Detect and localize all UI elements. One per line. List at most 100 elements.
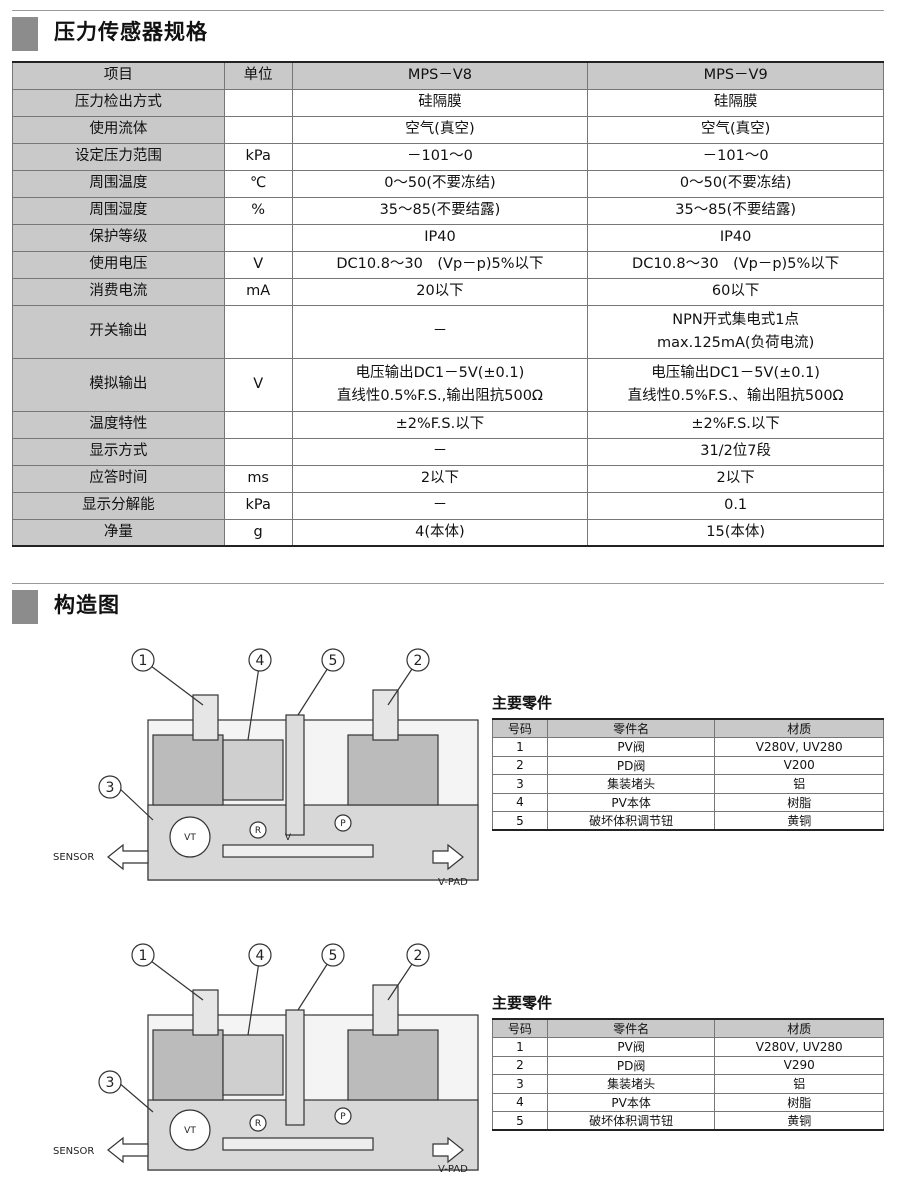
row-label: 净量 — [12, 518, 225, 547]
row-v9: 2以下 — [587, 464, 884, 493]
row-unit: mA — [223, 277, 293, 306]
row-v8: 20以下 — [291, 277, 589, 306]
callout-5 — [321, 648, 345, 672]
row-label: 使用电压 — [12, 250, 225, 279]
row-v9: DC10.8～30 (Vp－p)5%以下 — [587, 250, 884, 279]
part-material: 树脂 — [714, 1092, 884, 1112]
row-unit — [223, 410, 293, 439]
row-unit — [223, 88, 293, 117]
callout-3-label: 3 — [106, 1075, 115, 1091]
row-v9: IP40 — [587, 223, 884, 252]
part-name: PV本体 — [546, 1092, 716, 1112]
row-v8: － — [291, 491, 589, 520]
row-label: 显示方式 — [12, 437, 225, 466]
callout-4-label: 4 — [256, 948, 265, 964]
v-label: V — [285, 833, 292, 843]
part-no: 3 — [492, 1074, 548, 1094]
part-material: 铝 — [714, 774, 884, 794]
row-v8: IP40 — [291, 223, 589, 252]
part-name: PD阀 — [546, 1055, 716, 1075]
callout-4 — [248, 648, 272, 672]
row-unit — [223, 223, 293, 252]
part-name: PV阀 — [546, 1037, 716, 1057]
table-row: 显示方式－31/2位7段 — [12, 437, 884, 466]
row-v8: 4(本体) — [291, 518, 589, 547]
part-no: 4 — [492, 792, 548, 812]
table-row: 周围湿度%35～85(不要结露)35～85(不要结露) — [12, 196, 884, 225]
header-v9: MPS－V9 — [587, 61, 884, 90]
r-label: R — [255, 1119, 261, 1129]
part-no: 4 — [492, 1092, 548, 1112]
row-unit: g — [223, 518, 293, 547]
vpad-label: V-PAD — [438, 1164, 468, 1175]
callout-1 — [131, 648, 155, 672]
row-label: 温度特性 — [12, 410, 225, 439]
row-v8: － — [291, 437, 589, 466]
row-v8: 电压输出DC1－5V(±0.1)直线性0.5%F.S.,输出阻抗500Ω — [291, 357, 589, 412]
row-label: 保护等级 — [12, 223, 225, 252]
callout-4 — [248, 943, 272, 967]
row-unit — [223, 304, 293, 359]
callout-3 — [98, 775, 122, 799]
header-material: 材质 — [714, 718, 884, 738]
header-v8: MPS－V8 — [291, 61, 589, 90]
row-v8: 0～50(不要冻结) — [291, 169, 589, 198]
part-name: 破坏体积调节钮 — [546, 811, 716, 831]
row-unit: V — [223, 357, 293, 412]
part-material: V280V, UV280 — [714, 737, 884, 757]
header-name: 零件名 — [546, 718, 716, 738]
p-label: P — [340, 1112, 346, 1122]
row-label: 显示分解能 — [12, 491, 225, 520]
header-item: 项目 — [12, 61, 225, 90]
row-v8: 空气(真空) — [291, 115, 589, 144]
row-v9-line1: NPN开式集电式1点 — [672, 311, 799, 328]
callout-1 — [131, 943, 155, 967]
part-material: V290 — [714, 1055, 884, 1075]
vpad-label: V-PAD — [438, 877, 468, 885]
part-no: 2 — [492, 755, 548, 775]
callout-2-label: 2 — [414, 653, 423, 669]
row-v9-line2: 直线性0.5%F.S.、输出阻抗500Ω — [627, 387, 844, 404]
table-row: 压力检出方式硅隔膜硅隔膜 — [12, 88, 884, 117]
row-unit — [223, 437, 293, 466]
part-name: 集装堵头 — [546, 774, 716, 794]
vt-label: VT — [184, 1126, 196, 1136]
part-material: 树脂 — [714, 792, 884, 812]
parts-title: 主要零件 — [492, 994, 553, 1012]
table-row: 使用流体空气(真空)空气(真空) — [12, 115, 884, 144]
row-v8: DC10.8～30 (Vp－p)5%以下 — [291, 250, 589, 279]
part-no: 5 — [492, 1111, 548, 1131]
section-heading-structure: 构造图 — [12, 583, 884, 627]
parts-title: 主要零件 — [492, 694, 553, 712]
section-title: 构造图 — [54, 593, 120, 617]
r-label: R — [255, 826, 261, 836]
row-label: 开关输出 — [12, 304, 225, 359]
section-bar — [12, 590, 38, 624]
row-v9: 空气(真空) — [587, 115, 884, 144]
parts-header-row: 号码零件名材质 — [492, 1018, 884, 1038]
row-v8: 35～85(不要结露) — [291, 196, 589, 225]
part-material: 黄铜 — [714, 811, 884, 831]
part-no: 1 — [492, 1037, 548, 1057]
row-label: 消费电流 — [12, 277, 225, 306]
table-row: 温度特性±2%F.S.以下±2%F.S.以下 — [12, 410, 884, 439]
callout-5-label: 5 — [329, 653, 338, 669]
sensor-label: SENSOR — [53, 1146, 94, 1157]
